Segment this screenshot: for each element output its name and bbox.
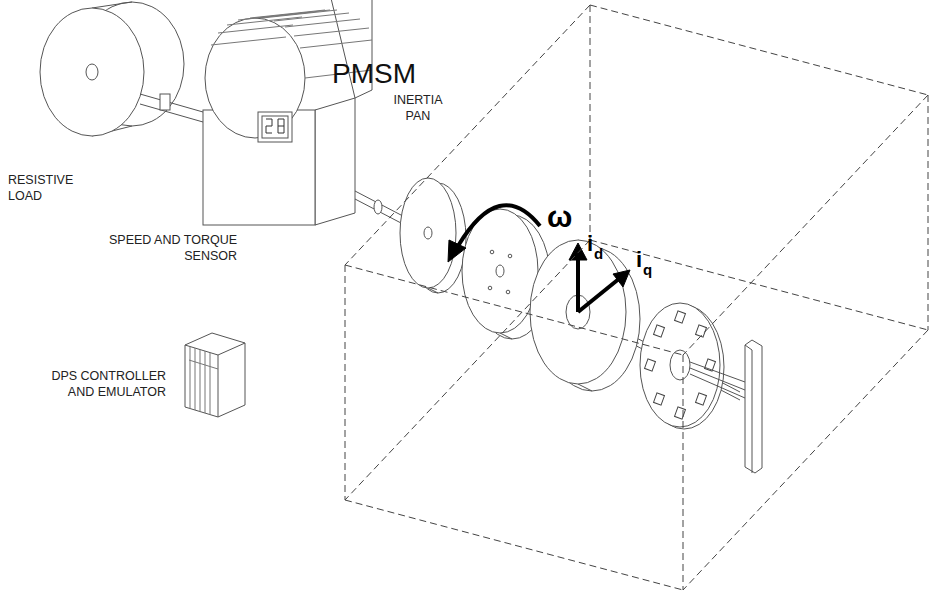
dashed-edge <box>345 500 683 590</box>
current-vectors <box>569 243 630 312</box>
magnet-disc <box>640 303 745 429</box>
component-label: SPEED AND TORQUE SENSOR <box>62 232 237 265</box>
current-symbol: i <box>636 248 642 272</box>
resistive-load <box>40 2 184 136</box>
dashed-edge <box>345 265 346 500</box>
component-label: RESISTIVE LOAD <box>8 172 93 205</box>
dashed-edge <box>683 95 928 355</box>
current-subscript: q <box>643 262 652 279</box>
component-label: INERTIA PAN <box>386 92 450 125</box>
dashed-edge <box>590 5 928 95</box>
dashed-edge <box>590 5 591 240</box>
inertia-pan <box>400 178 466 293</box>
dashed-edge <box>345 265 683 355</box>
dashed-housing-outline <box>330 0 934 606</box>
speed-torque-sensor <box>203 0 372 225</box>
dashed-edge <box>683 330 928 590</box>
housing-title: PMSM <box>332 58 416 90</box>
dps-controller <box>185 333 245 417</box>
rotation-arrow <box>448 205 540 262</box>
motor-housing: PMSM <box>330 0 934 606</box>
current-subscript: d <box>594 246 603 263</box>
component-label: DPS CONTROLLER AND EMULATOR <box>36 368 166 401</box>
current-symbol: i <box>587 232 593 256</box>
speed-symbol: ω <box>547 200 572 233</box>
dashed-edge <box>590 240 928 330</box>
dashed-edge <box>345 5 590 265</box>
mounting-plate <box>745 340 762 473</box>
dashed-edge <box>345 240 590 500</box>
dashed-edge <box>928 95 929 330</box>
rotor-disc <box>530 240 640 391</box>
dashed-edge <box>683 355 684 590</box>
coupling-shaft <box>140 94 203 122</box>
